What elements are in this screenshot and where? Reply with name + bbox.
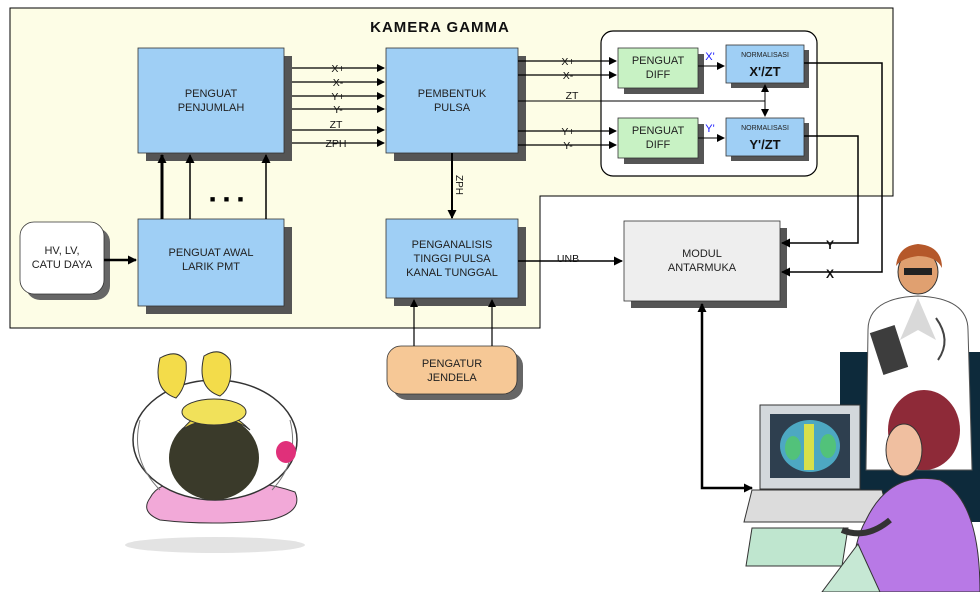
- pengatur-jendela-line2: JENDELA: [427, 372, 477, 384]
- penguat-diff-x-block: PENGUAT DIFF: [617, 47, 704, 94]
- penganalisis-block: PENGANALISIS TINGGI PULSA KANAL TUNGGAL: [385, 218, 526, 306]
- shaper-to-diff-signals: [518, 57, 617, 149]
- penganalisis-line3: KANAL TUNGGAL: [406, 267, 498, 279]
- summer-to-shaper-signals: [292, 64, 385, 147]
- penguat-diff-y-block: PENGUAT DIFF: [617, 117, 704, 164]
- hv-lv-line2: CATU DAYA: [32, 259, 93, 271]
- patient-illustration: [125, 351, 305, 553]
- signal-zt: ZT: [330, 119, 343, 131]
- normalisasi-y-line1: NORMALISASI: [741, 125, 789, 132]
- pembentuk-pulsa-line1: PEMBENTUK: [418, 88, 487, 100]
- penganalisis-line1: PENGANALISIS: [412, 239, 493, 251]
- normalisasi-x-line1: NORMALISASI: [741, 52, 789, 59]
- hv-lv-block: HV, LV, CATU DAYA: [19, 221, 110, 300]
- shaper-y-minus: Y-: [563, 140, 573, 152]
- xprime-label: X': [705, 51, 714, 63]
- pembentuk-pulsa-block: PEMBENTUK PULSA: [385, 47, 526, 161]
- penguat-awal-line1: PENGUAT AWAL: [169, 247, 254, 259]
- ellipsis-dots: ■ ■ ■: [210, 194, 246, 204]
- frame-title: KAMERA GAMMA: [370, 19, 510, 36]
- penguat-diff-y-line1: PENGUAT: [632, 125, 685, 137]
- pmt-to-summer-arrows: [157, 154, 271, 219]
- x-input-label: X: [826, 267, 834, 281]
- y-output-line: [781, 135, 859, 248]
- shaper-x-plus: X+: [561, 56, 574, 68]
- hv-lv-line1: HV, LV,: [44, 245, 79, 257]
- signal-x-minus: X-: [333, 77, 344, 89]
- interface-to-computer-line: [697, 303, 753, 493]
- yprime-label: Y': [705, 123, 714, 135]
- pengatur-jendela-line1: PENGATUR: [422, 358, 482, 370]
- signal-zph: ZPH: [326, 138, 347, 150]
- zph-vertical-label: ZPH: [453, 175, 464, 195]
- zt-label: ZT: [566, 90, 579, 102]
- penguat-awal-block: PENGUAT AWAL LARIK PMT: [137, 218, 292, 314]
- signal-y-plus: Y+: [331, 91, 344, 103]
- penguat-diff-y-line2: DIFF: [646, 139, 671, 151]
- penguat-diff-x-line2: DIFF: [646, 69, 671, 81]
- penguat-awal-line2: LARIK PMT: [182, 261, 240, 273]
- penguat-penjumlah-line2: PENJUMLAH: [178, 102, 245, 114]
- normalisasi-y-block: NORMALISASI Y'/ZT: [725, 117, 809, 161]
- normalisasi-y-line2: Y'/ZT: [749, 137, 780, 152]
- y-input-label: Y: [826, 238, 834, 252]
- unb-label: UNB: [557, 253, 579, 265]
- x-output-line: [781, 62, 883, 277]
- modul-antarmuka-line1: MODUL: [682, 248, 722, 260]
- penguat-penjumlah-line1: PENGUAT: [185, 88, 238, 100]
- signal-y-minus: Y-: [333, 104, 343, 116]
- penguat-diff-x-line1: PENGUAT: [632, 55, 685, 67]
- modul-antarmuka-block: MODUL ANTARMUKA: [623, 220, 787, 308]
- shaper-x-minus: X-: [563, 70, 574, 82]
- pembentuk-pulsa-line2: PULSA: [434, 102, 471, 114]
- penguat-penjumlah-block: PENGUAT PENJUMLAH: [137, 47, 292, 161]
- doctor-operator-illustration: [743, 244, 980, 593]
- modul-antarmuka-line2: ANTARMUKA: [668, 262, 737, 274]
- signal-x-plus: X+: [331, 63, 344, 75]
- penganalisis-line2: TINGGI PULSA: [413, 253, 491, 265]
- pengatur-jendela-block: PENGATUR JENDELA: [386, 345, 523, 400]
- normalisasi-x-block: NORMALISASI X'/ZT: [725, 44, 809, 88]
- shaper-y-plus: Y+: [561, 126, 574, 138]
- normalisasi-x-line2: X'/ZT: [749, 64, 780, 79]
